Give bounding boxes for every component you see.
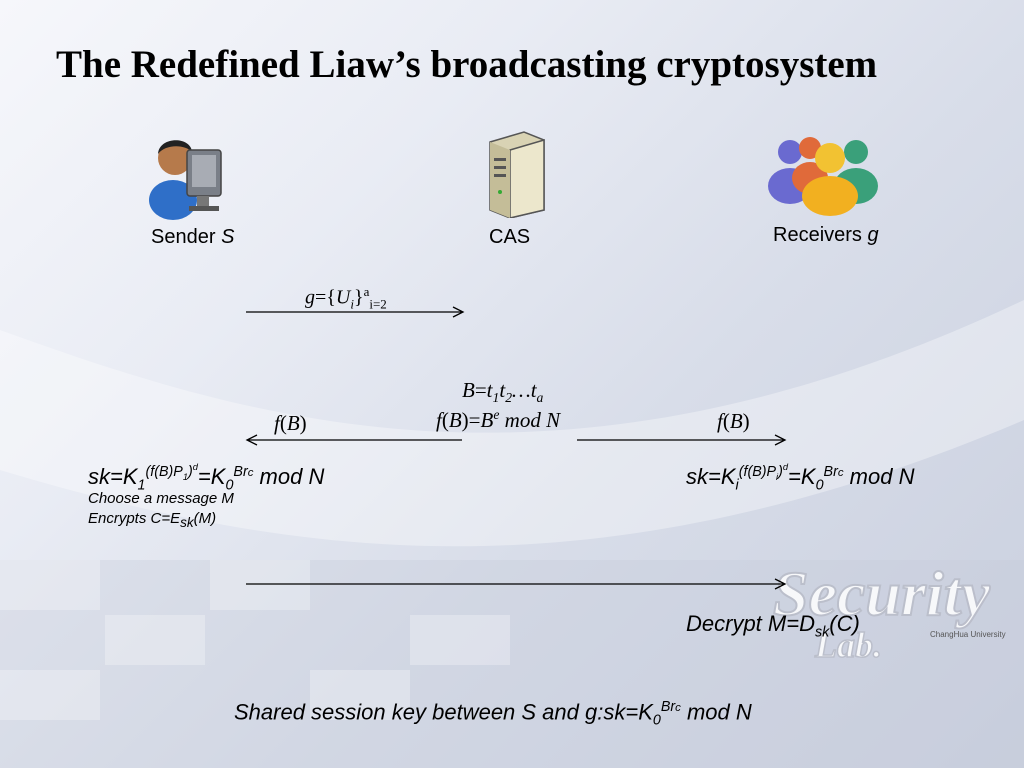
cas-label: CAS	[489, 226, 531, 248]
bg-tile	[0, 670, 100, 720]
server-icon	[489, 131, 545, 218]
receiver-session-key-formula: sk=Ki(f(B)Pi)d=K0Brc mod N	[686, 462, 915, 494]
sender-session-key-formula: sk=K1(f(B)P1)d=K0Brc mod N	[88, 462, 325, 494]
user-group-icon	[768, 137, 878, 216]
bg-tile	[210, 560, 310, 610]
security-lab-logo: Security ChangHua University Lab.	[772, 557, 1006, 665]
decrypt-step: Decrypt M=Dsk(C)	[686, 611, 860, 641]
arrow-head	[245, 434, 258, 446]
sender-label: Sender S	[151, 226, 235, 248]
cas-b-formula: B=t1t2…ta	[462, 378, 544, 406]
arrow-head	[774, 578, 787, 590]
cas-fb-formula: f(B)=Be mod N	[436, 407, 561, 432]
svg-text:Lab.: Lab.	[814, 625, 882, 665]
shared-session-key-note: Shared session key between S and g:sk=K0…	[234, 699, 752, 729]
message-group-definition: g={Ui}ai=2	[305, 284, 387, 312]
svg-text:Security: Security	[773, 558, 990, 629]
bg-tile	[0, 560, 100, 610]
svg-text:ChangHua University: ChangHua University	[930, 630, 1006, 639]
slide-title: The Redefined Liaw’s broadcasting crypto…	[56, 43, 878, 86]
fb-left-label: f(B)	[274, 411, 307, 435]
arrow-head	[452, 306, 465, 318]
arrow-head	[774, 434, 787, 446]
receivers-label: Receivers g	[773, 224, 879, 246]
bg-tile	[105, 615, 205, 665]
bg-tile	[410, 615, 510, 665]
sender-step-choose: Choose a message M	[88, 490, 234, 507]
user-computer-icon	[149, 140, 222, 220]
bg-tile	[310, 670, 410, 720]
fb-right-label: f(B)	[717, 409, 750, 433]
sender-step-encrypt: Encrypts C=Esk(M)	[88, 510, 217, 530]
